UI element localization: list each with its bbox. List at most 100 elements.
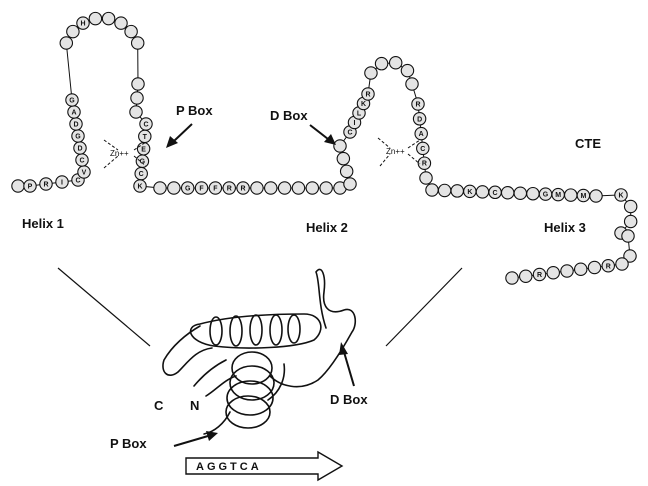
residue-bead: R (533, 268, 545, 280)
residue-bead: R (602, 260, 614, 272)
residue-bead: R (412, 98, 424, 110)
residue-bead: M (577, 189, 589, 201)
residue-bead: A (415, 127, 427, 139)
residue-bead (547, 267, 559, 279)
residue-letter: R (365, 92, 370, 99)
residue-bead (67, 25, 79, 37)
residue-bead (340, 165, 352, 177)
residue-bead: G (181, 182, 193, 194)
residue-letter: I (354, 120, 356, 127)
residue-letter: L (357, 111, 362, 118)
residue-bead (561, 265, 573, 277)
residue-letter: M (580, 193, 586, 200)
helix-2-label: Helix 2 (306, 220, 348, 235)
residue-bead (168, 182, 180, 194)
residue-bead (588, 261, 600, 273)
residue-bead: C (140, 118, 152, 130)
residue-bead (102, 12, 114, 24)
residue-letter: R (241, 186, 246, 193)
residue-bead (622, 230, 634, 242)
residue-bead (375, 57, 387, 69)
residue-bead (624, 200, 636, 212)
residue-bead (527, 187, 539, 199)
residue-letter: R (415, 102, 420, 109)
residue-bead: K (615, 189, 627, 201)
dna-half-site-arrow: AGGTCA (186, 452, 342, 480)
residue-bead: T (139, 130, 151, 142)
d-box-arrow (310, 125, 336, 145)
residue-letter: R (606, 263, 611, 270)
residue-letter: C (493, 190, 498, 197)
residue-letter: V (82, 170, 87, 177)
residue-letter: R (227, 186, 232, 193)
residue-bead: C (135, 167, 147, 179)
zoom-line-left (58, 268, 150, 346)
residue-bead (565, 189, 577, 201)
residue-bead (451, 185, 463, 197)
residue-bead: A (68, 106, 80, 118)
residue-bead: D (74, 142, 86, 154)
residue-bead: C (489, 186, 501, 198)
residue-letter: D (73, 122, 78, 129)
residue-bead (420, 172, 432, 184)
n-terminus-label: N (190, 398, 199, 413)
residue-letter: D (417, 116, 422, 123)
residue-bead (501, 187, 513, 199)
p-box-label: P Box (176, 103, 213, 118)
residue-bead: C (76, 154, 88, 166)
residue-bead (334, 140, 346, 152)
residue-bead (154, 182, 166, 194)
residue-letter: K (361, 101, 366, 108)
residue-letter: G (543, 192, 549, 199)
residue-letter: C (139, 171, 144, 178)
residue-bead (278, 182, 290, 194)
residue-bead (389, 57, 401, 69)
residue-letter: G (75, 134, 81, 141)
residue-bead: R (40, 178, 52, 190)
residue-letter: A (71, 110, 76, 117)
residue-letter: P (28, 184, 33, 191)
d-box-bottom-label: D Box (330, 392, 368, 407)
residue-bead (506, 272, 518, 284)
residue-letter: F (199, 186, 204, 193)
residue-bead: G (72, 130, 84, 142)
residue-bead (344, 178, 356, 190)
residue-letter: M (555, 192, 561, 199)
residue-bead (438, 184, 450, 196)
residue-letter: F (213, 186, 218, 193)
residue-bead: M (552, 188, 564, 200)
zinc-ion-right: Zn++ (386, 147, 405, 156)
residue-bead: G (539, 188, 551, 200)
residue-bead (426, 184, 438, 196)
residue-bead: C (417, 142, 429, 154)
residue-bead (12, 180, 24, 192)
residue-bead: H (77, 17, 89, 29)
residue-bead (125, 25, 137, 37)
residue-bead: G (66, 94, 78, 106)
residue-bead (520, 270, 532, 282)
residue-bead: R (237, 182, 249, 194)
residue-bead (401, 64, 413, 76)
p-box-arrow (166, 124, 192, 148)
residue-bead: D (413, 113, 425, 125)
dna-sequence: AGGTCA (196, 461, 262, 473)
residue-letter: C (143, 122, 148, 129)
residue-bead: R (362, 88, 374, 100)
residue-bead (292, 182, 304, 194)
residue-bead: P (24, 180, 36, 192)
helix-3-label: Helix 3 (544, 220, 586, 235)
residue-letter: E (141, 146, 146, 153)
residue-bead: I (56, 176, 68, 188)
residue-letter: G (140, 159, 146, 166)
residue-bead (60, 37, 72, 49)
residue-bead (365, 67, 377, 79)
residue-bead (132, 78, 144, 90)
residue-bead (131, 92, 143, 104)
residue-letter: G (69, 98, 75, 105)
residue-bead (575, 263, 587, 275)
residue-bead (616, 258, 628, 270)
residue-bead (590, 190, 602, 202)
residue-letter: D (77, 146, 82, 153)
